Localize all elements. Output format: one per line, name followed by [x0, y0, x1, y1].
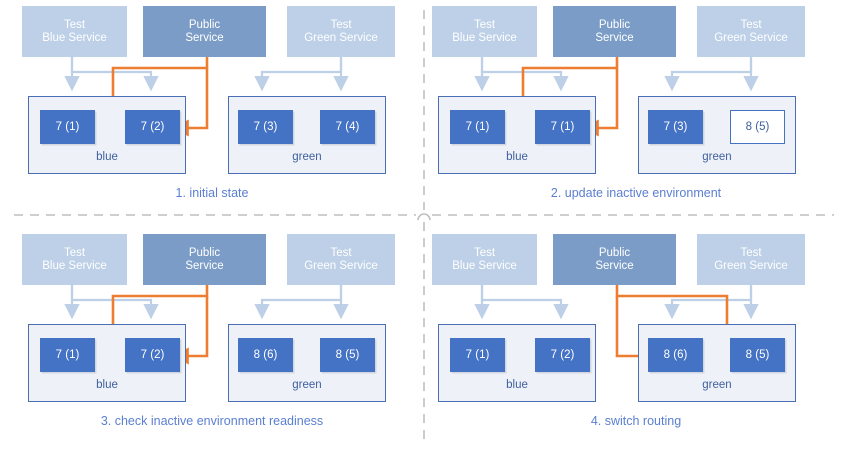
- arrow-testgreen-to-v3: [254, 57, 343, 92]
- version-box[interactable]: 8 (5): [730, 338, 785, 372]
- panel-1-caption: 1. initial state: [175, 186, 249, 200]
- version-box-updating[interactable]: 8 (5): [730, 110, 785, 144]
- arrow-testblue-to-v2: [70, 285, 159, 320]
- service-test-green-line2: Green Service: [714, 31, 788, 44]
- service-test-green-line2: Green Service: [304, 31, 378, 44]
- service-test-blue-line1: Test: [63, 18, 86, 31]
- panel-3-caption: 3. check inactive environment readiness: [100, 414, 324, 428]
- panel-3: Test Blue Service Public Service Test Gr…: [0, 228, 424, 456]
- routing-public-to-green-v1: [615, 296, 657, 365]
- environment-green-label: green: [702, 379, 732, 391]
- version-box[interactable]: 8 (6): [238, 338, 293, 372]
- service-test-blue-line1: Test: [473, 246, 496, 259]
- environment-green-label: green: [292, 379, 322, 391]
- service-test-blue[interactable]: Test Blue Service: [432, 6, 537, 57]
- service-test-green[interactable]: Test Green Service: [287, 6, 395, 57]
- service-test-green[interactable]: Test Green Service: [697, 234, 805, 285]
- version-box[interactable]: 7 (2): [125, 338, 180, 372]
- service-public-line1: Public: [188, 246, 221, 259]
- environment-blue-label: blue: [96, 379, 118, 391]
- service-test-green-line1: Test: [740, 246, 762, 259]
- service-test-blue[interactable]: Test Blue Service: [22, 234, 127, 285]
- environment-blue-label: blue: [506, 151, 528, 163]
- version-box[interactable]: 8 (6): [648, 338, 703, 372]
- service-public[interactable]: Public Service: [143, 234, 266, 285]
- environment-blue-label: blue: [96, 151, 118, 163]
- routing-public-to-blue-v2: [581, 68, 619, 137]
- service-test-blue-line2: Blue Service: [452, 31, 517, 44]
- environment-green-label: green: [702, 151, 732, 163]
- service-public-line2: Service: [595, 31, 634, 44]
- service-test-green[interactable]: Test Green Service: [697, 6, 805, 57]
- service-test-blue-line2: Blue Service: [42, 259, 107, 272]
- version-box[interactable]: 7 (2): [125, 110, 180, 144]
- service-test-green-line1: Test: [740, 18, 762, 31]
- service-public[interactable]: Public Service: [143, 6, 266, 57]
- arrow-testblue-to-v2: [480, 285, 569, 320]
- panel-4-caption: 4. switch routing: [590, 414, 682, 428]
- version-box[interactable]: 7 (1): [40, 338, 95, 372]
- arrow-testgreen-to-v1: [254, 285, 343, 320]
- panel-1: Test Blue Service Public Service Test Gr…: [0, 0, 424, 228]
- environment-green-label: green: [292, 151, 322, 163]
- service-test-blue[interactable]: Test Blue Service: [22, 6, 127, 57]
- version-box[interactable]: 8 (5): [320, 338, 375, 372]
- service-public-line1: Public: [598, 18, 631, 31]
- panel-3-connectors: [64, 285, 349, 366]
- service-test-green-line1: Test: [330, 18, 352, 31]
- service-test-green[interactable]: Test Green Service: [287, 234, 395, 285]
- version-box[interactable]: 7 (1): [450, 110, 505, 144]
- routing-public-to-blue-v2: [171, 68, 209, 137]
- service-test-blue-line2: Blue Service: [452, 259, 517, 272]
- version-box[interactable]: 7 (1): [450, 338, 505, 372]
- service-public-line2: Service: [185, 31, 224, 44]
- arrow-testgreen-to-v1: [664, 285, 753, 320]
- version-box[interactable]: 7 (4): [320, 110, 375, 144]
- arrow-testblue-to-v2: [70, 57, 159, 92]
- service-test-blue-line1: Test: [473, 18, 496, 31]
- panel-4-connectors: [474, 285, 759, 365]
- service-public-line1: Public: [188, 18, 221, 31]
- service-test-blue[interactable]: Test Blue Service: [432, 234, 537, 285]
- version-box[interactable]: 7 (3): [648, 110, 703, 144]
- service-public-line2: Service: [185, 259, 224, 272]
- service-test-blue-line1: Test: [63, 246, 86, 259]
- arrow-testblue-to-v2: [480, 57, 569, 92]
- service-test-blue-line2: Blue Service: [42, 31, 107, 44]
- version-box[interactable]: 7 (3): [238, 110, 293, 144]
- service-test-green-line2: Green Service: [304, 259, 378, 272]
- version-box[interactable]: 7 (1): [535, 110, 590, 144]
- service-public[interactable]: Public Service: [553, 234, 676, 285]
- service-test-green-line2: Green Service: [714, 259, 788, 272]
- panel-2: Test Blue Service Public Service Test Gr…: [424, 0, 848, 228]
- service-public-line1: Public: [598, 246, 631, 259]
- panel-2-caption: 2. update inactive environment: [550, 186, 722, 200]
- version-box[interactable]: 7 (2): [535, 338, 590, 372]
- arrow-testgreen-to-v3: [664, 57, 753, 92]
- version-box[interactable]: 7 (1): [40, 110, 95, 144]
- service-public[interactable]: Public Service: [553, 6, 676, 57]
- panel-4: Test Blue Service Public Service Test Gr…: [424, 228, 848, 456]
- environment-blue-label: blue: [506, 379, 528, 391]
- service-public-line2: Service: [595, 259, 634, 272]
- routing-public-to-blue-v2: [171, 296, 209, 365]
- service-test-green-line1: Test: [330, 246, 352, 259]
